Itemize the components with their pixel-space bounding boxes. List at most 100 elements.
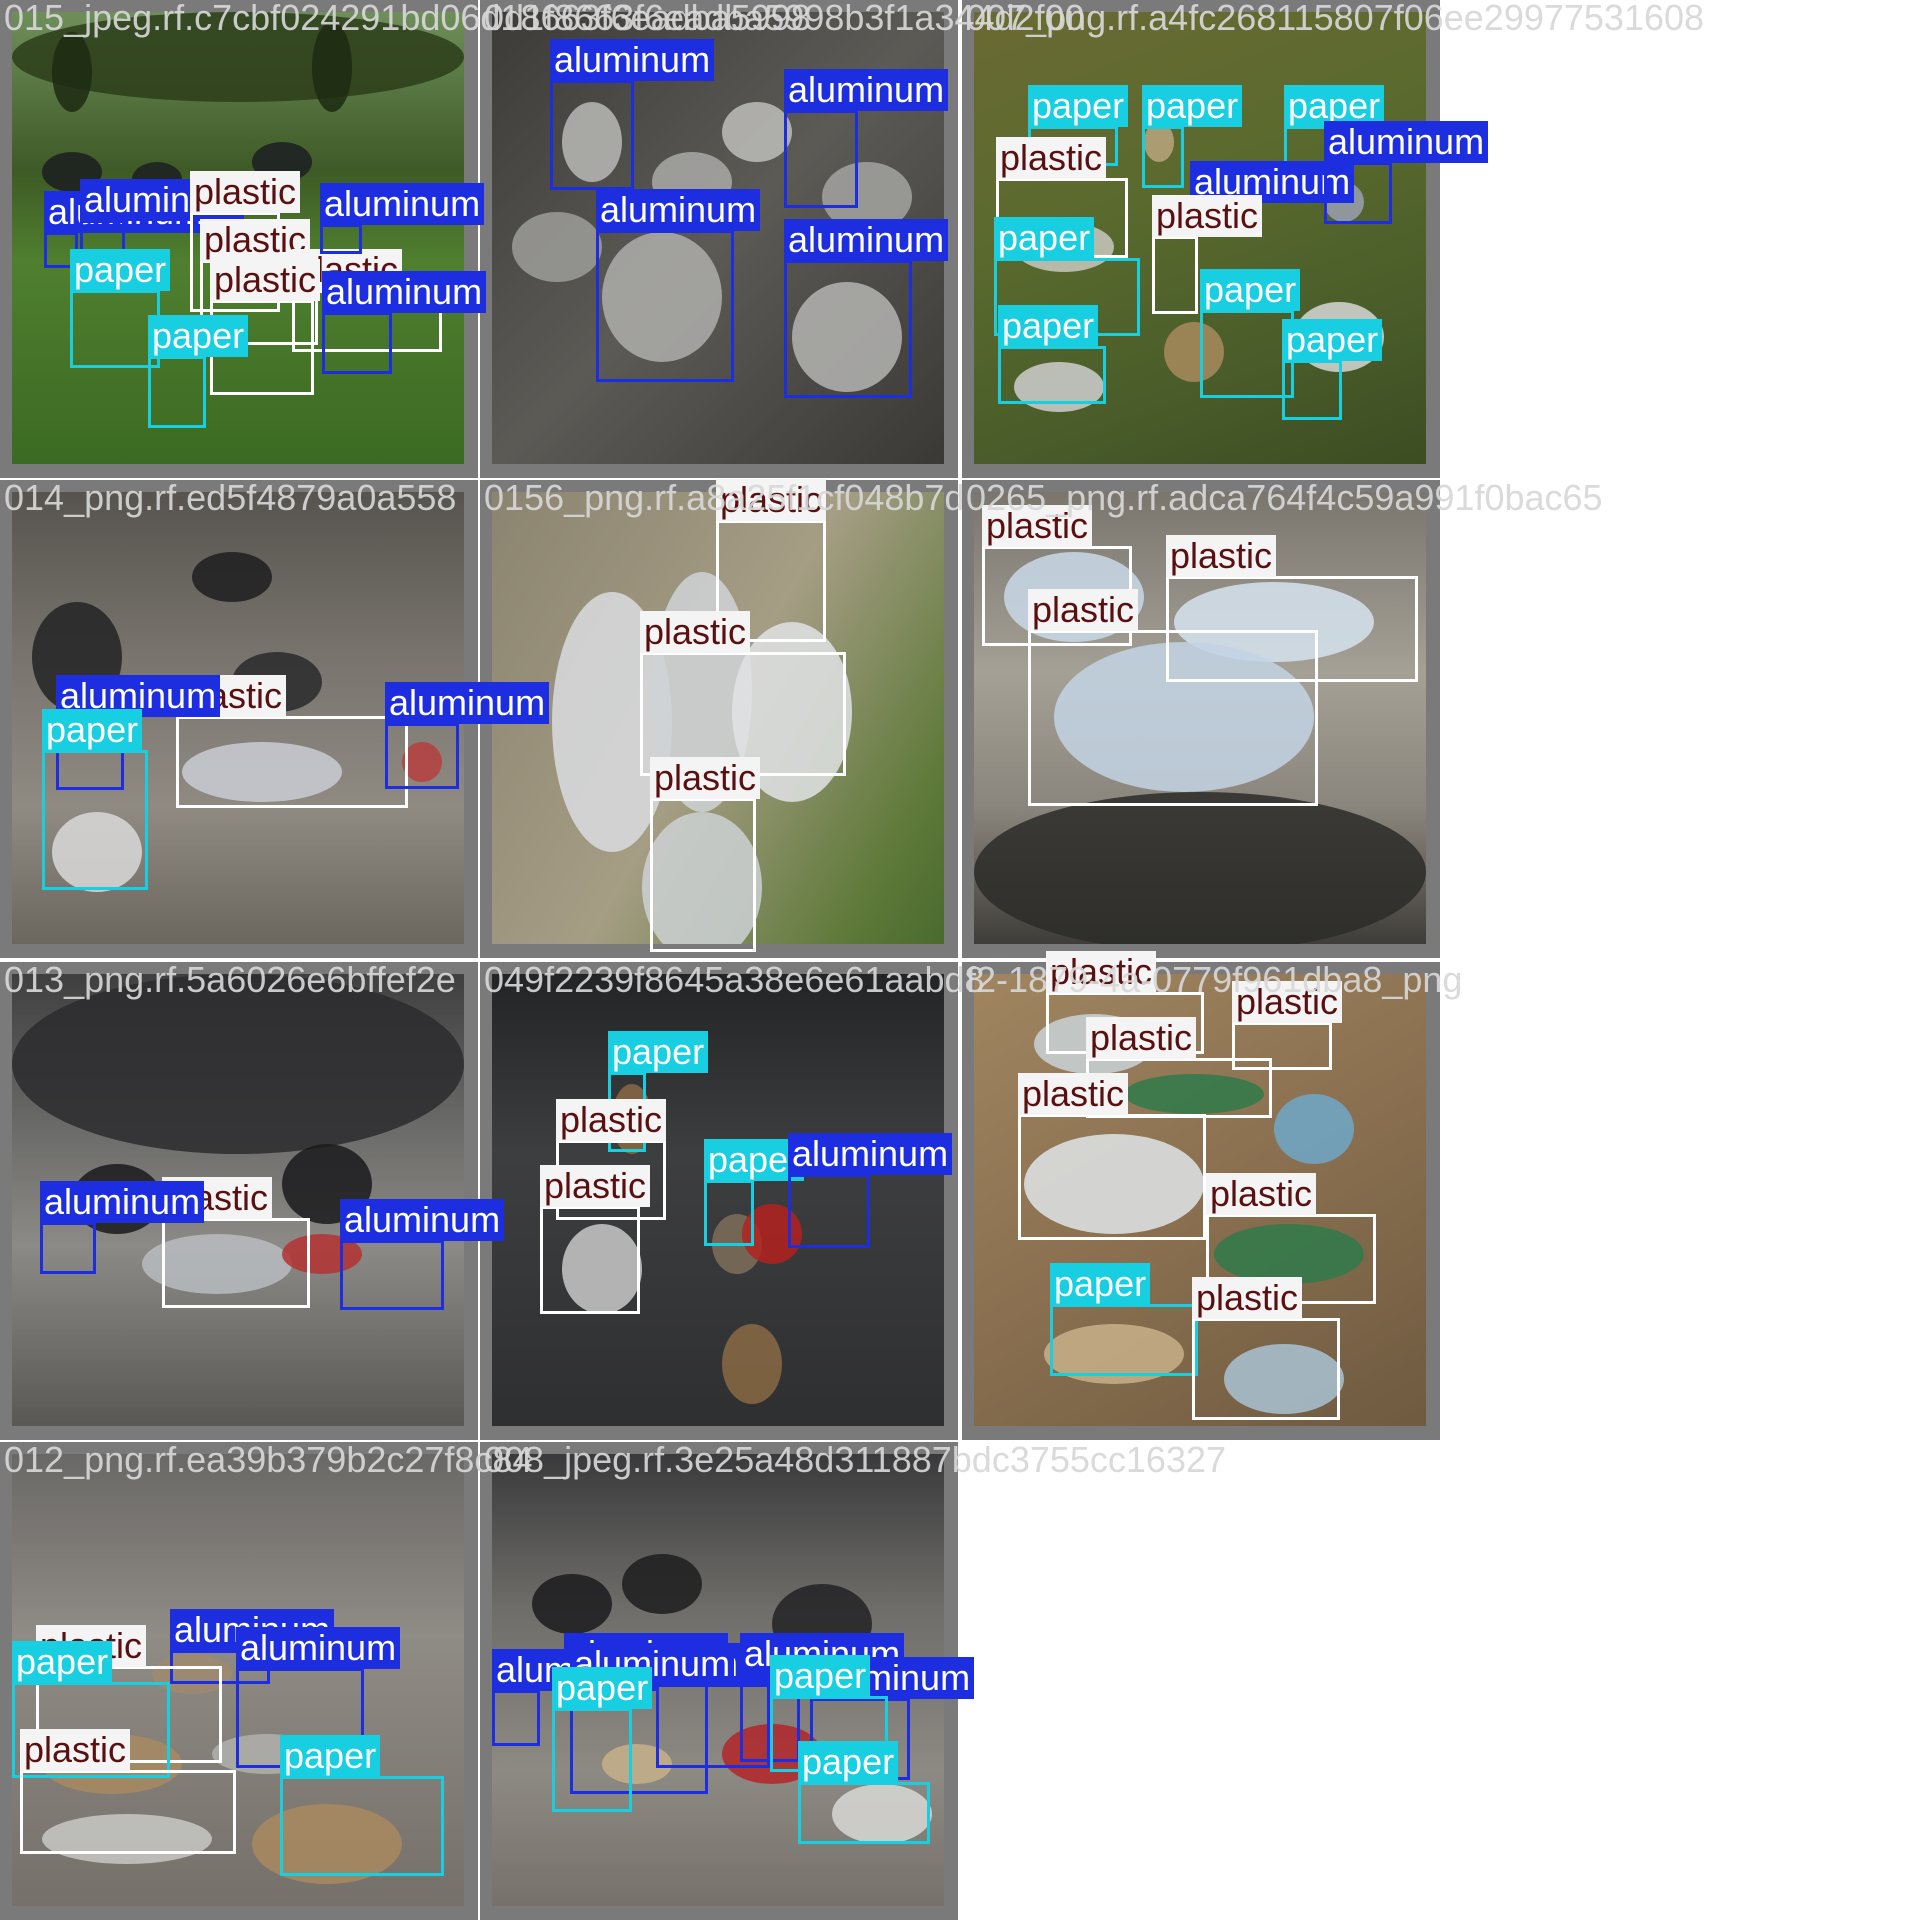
detection-label: aluminum xyxy=(340,1199,505,1241)
detection-box-aluminum: aluminum xyxy=(340,1199,505,1310)
scene-object xyxy=(52,32,92,112)
detection-box-aluminum: aluminum xyxy=(788,1133,953,1248)
detection-label: plastic xyxy=(1018,1073,1129,1115)
mosaic-tile: aluminumplasticpaperaluminumplasticpaper… xyxy=(0,1440,532,1920)
scene-object xyxy=(1024,1134,1204,1234)
detection-box-aluminum: aluminum xyxy=(40,1181,205,1274)
detection-box-plastic: plastic xyxy=(1028,589,1318,806)
detection-label: aluminum xyxy=(385,682,550,724)
detection-label: aluminum xyxy=(320,183,485,225)
detection-label: aluminum xyxy=(596,189,761,231)
detection-label: paper xyxy=(1050,1263,1151,1305)
detection-label: aluminum xyxy=(784,69,949,111)
detection-box-paper: paper xyxy=(552,1667,653,1812)
scene-object xyxy=(1054,642,1314,792)
detection-label: paper xyxy=(42,709,143,751)
detection-label: paper xyxy=(1142,85,1243,127)
detection-label: plastic xyxy=(1152,195,1263,237)
detection-label: plastic xyxy=(1192,1277,1303,1319)
detection-box-plastic: plastic xyxy=(1152,195,1263,314)
detection-box-plastic: plastic xyxy=(1018,1073,1206,1240)
detection-label: paper xyxy=(1028,85,1129,127)
detection-box-paper: paper xyxy=(1050,1263,1198,1376)
detection-label: paper xyxy=(608,1031,709,1073)
detection-box-aluminum: aluminum xyxy=(492,1649,657,1746)
detection-box-plastic: plastic xyxy=(162,1177,310,1308)
detection-box-plastic: plastic xyxy=(210,259,321,395)
detection-box-paper: paper xyxy=(1200,269,1301,398)
detection-label: plastic xyxy=(1046,951,1157,993)
scene-object xyxy=(402,742,442,782)
detection-label: plastic xyxy=(996,137,1107,179)
tile-image xyxy=(974,974,1426,1426)
detection-box-paper: paper xyxy=(148,315,249,428)
detection-label: plastic xyxy=(1206,1173,1317,1215)
detection-label: plastic xyxy=(200,219,311,261)
scene-object xyxy=(832,1784,932,1844)
detection-box-plastic: plastic xyxy=(996,137,1128,258)
detection-box-plastic: plastic xyxy=(1206,1173,1376,1304)
detection-label: paper xyxy=(994,217,1095,259)
scene-object xyxy=(512,212,602,282)
scene-object xyxy=(1164,322,1224,382)
detection-label: aluminum xyxy=(550,39,715,81)
mosaic-tile: aluminumaluminumplasticplasticplasticpla… xyxy=(0,0,811,478)
detection-label: plastic xyxy=(190,171,301,213)
detection-label: paper xyxy=(1284,85,1385,127)
scene-object xyxy=(562,102,622,182)
scene-object xyxy=(602,232,722,362)
scene-object xyxy=(622,1554,702,1614)
detection-label: paper xyxy=(1282,319,1383,361)
detection-label: paper xyxy=(70,249,171,291)
scene-object xyxy=(792,282,902,392)
scene-object xyxy=(1214,1224,1364,1284)
scene-object xyxy=(142,1234,292,1294)
detection-box-paper: paper xyxy=(280,1735,444,1876)
detection-label: aluminum xyxy=(40,1181,205,1223)
detection-box-plastic: plastic xyxy=(1232,981,1343,1070)
detection-label: plastic xyxy=(556,1099,667,1141)
scene-object xyxy=(974,792,1426,944)
scene-object xyxy=(532,1574,612,1634)
detection-label: plastic xyxy=(540,1165,651,1207)
scene-object xyxy=(642,812,762,944)
detection-box-paper: paper xyxy=(12,1641,170,1778)
detection-label: paper xyxy=(12,1641,113,1683)
detection-box-plastic: plastic xyxy=(190,171,301,312)
detection-box-plastic: plastic xyxy=(716,479,827,642)
scene-object xyxy=(192,552,272,602)
detection-label: aluminum xyxy=(784,219,949,261)
detection-label: plastic xyxy=(1232,981,1343,1023)
scene-object xyxy=(312,22,352,112)
scene-object xyxy=(252,1804,402,1884)
detection-box-aluminum: aluminum xyxy=(550,39,715,190)
detection-box-paper: paper xyxy=(1142,85,1243,188)
detection-box-paper: paper xyxy=(998,305,1106,404)
detection-box-aluminum: aluminum xyxy=(784,69,949,208)
detection-box-paper: paper xyxy=(70,249,171,368)
scene-object xyxy=(602,1744,672,1784)
scene-object xyxy=(1124,1074,1264,1114)
detection-label: aluminum xyxy=(788,1133,953,1175)
detection-label: plastic xyxy=(982,505,1093,547)
detection-box-plastic: plastic xyxy=(176,675,408,808)
scene-object xyxy=(1274,1094,1354,1164)
mosaic-tile: aluminumaluminumaluminumaluminumpaperalu… xyxy=(480,1440,1226,1920)
detection-label: plastic xyxy=(1166,535,1277,577)
detection-box-paper: paper xyxy=(704,1139,805,1246)
scene-object xyxy=(52,812,142,892)
scene-object xyxy=(12,974,464,1154)
tile-image xyxy=(12,12,464,464)
detection-label: paper xyxy=(280,1735,381,1777)
detection-box-aluminum: aluminum xyxy=(385,682,550,789)
scene-object xyxy=(722,102,792,162)
detection-box-plastic: plastic xyxy=(650,757,761,952)
detection-box-paper: paper xyxy=(1284,85,1385,178)
detection-label: plastic xyxy=(210,259,321,301)
